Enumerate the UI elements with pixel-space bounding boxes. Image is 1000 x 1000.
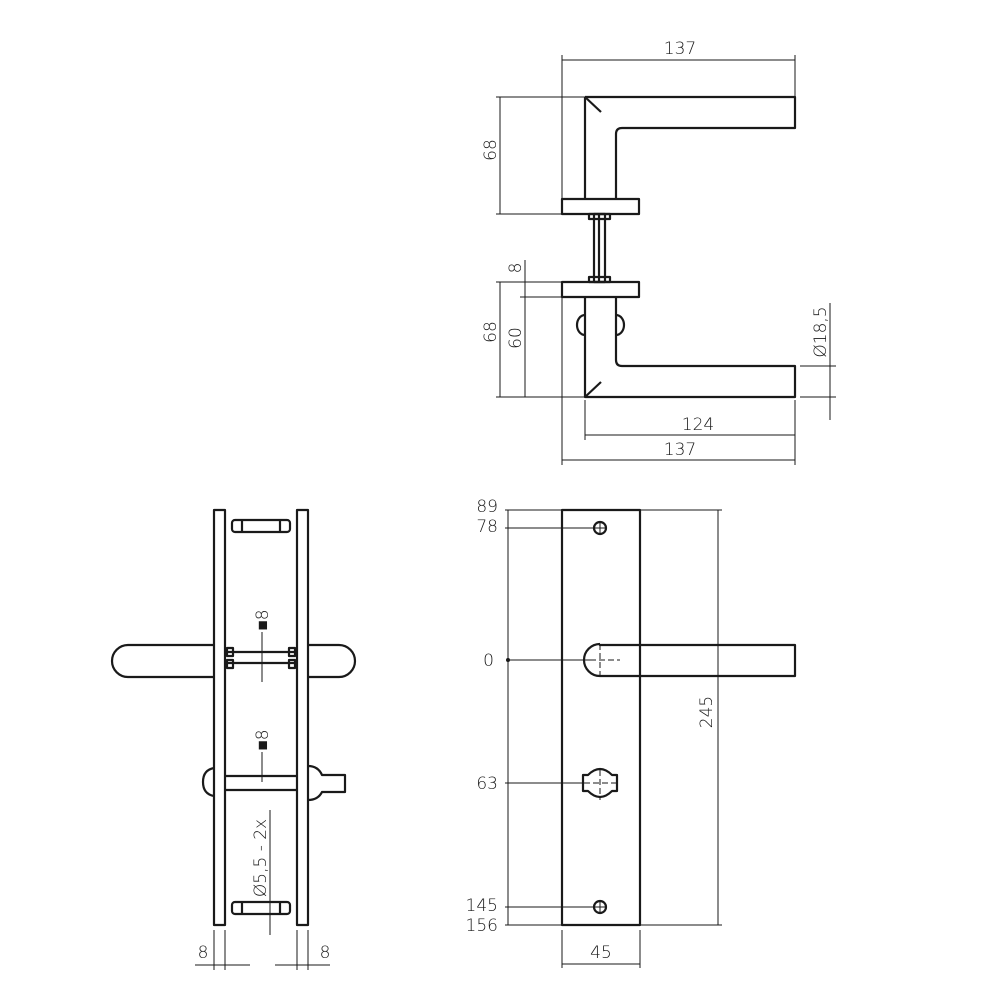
dim-height-lower-inner: 60: [506, 327, 526, 349]
pos-145: 145: [466, 896, 498, 916]
dim-plate-left: 8: [198, 943, 209, 963]
top-view-lever-set: [560, 95, 797, 399]
top-view-dimensions: 137 68 8 68 60 Ø18,5 124 137: [481, 39, 836, 465]
dim-width-bottom: 137: [664, 440, 696, 460]
dim-spindle-lower: ■8: [253, 729, 273, 750]
left-lever: [110, 643, 214, 679]
dim-screw-hole: Ø5,5 - 2x: [251, 819, 271, 897]
dim-height-upper: 68: [481, 139, 501, 161]
right-plate: [295, 508, 310, 927]
top-screw-post: [230, 518, 292, 534]
upper-lever: [583, 95, 797, 199]
dim-plate-height: 245: [697, 696, 717, 728]
dim-height-lower: 68: [481, 321, 501, 343]
left-plate: [212, 508, 227, 927]
dim-plate-right: 8: [320, 943, 331, 963]
upper-rosette: [560, 197, 641, 216]
dim-rosette-thickness: 8: [506, 263, 526, 274]
side-view: ■8 ■8 Ø5,5 - 2x 8 8: [110, 508, 357, 970]
bottom-screw-icon: [592, 899, 608, 915]
pos-89: 89: [476, 497, 498, 517]
thumbturn: [307, 764, 347, 802]
bottom-screw-post: [230, 900, 292, 916]
front-view: 89 78 0 63 145 156 245 45: [466, 497, 797, 968]
backplate: [560, 508, 642, 927]
dim-width-top: 137: [664, 39, 696, 59]
dim-diameter: Ø18,5: [811, 306, 831, 357]
dim-plate-width: 45: [590, 943, 612, 963]
right-lever: [308, 643, 357, 679]
pos-78: 78: [476, 517, 498, 537]
lower-lever: [583, 297, 797, 399]
pos-63: 63: [476, 774, 498, 794]
front-lever: [582, 642, 797, 678]
dim-spindle-upper: ■8: [253, 609, 273, 630]
emergency-release: [201, 766, 215, 798]
top-screw-icon: [592, 520, 608, 536]
dim-lever-length: 124: [682, 415, 714, 435]
lower-rosette: [560, 280, 641, 299]
thumbturn-front: [581, 767, 619, 800]
pos-156: 156: [466, 916, 498, 936]
pos-0: 0: [483, 651, 494, 671]
